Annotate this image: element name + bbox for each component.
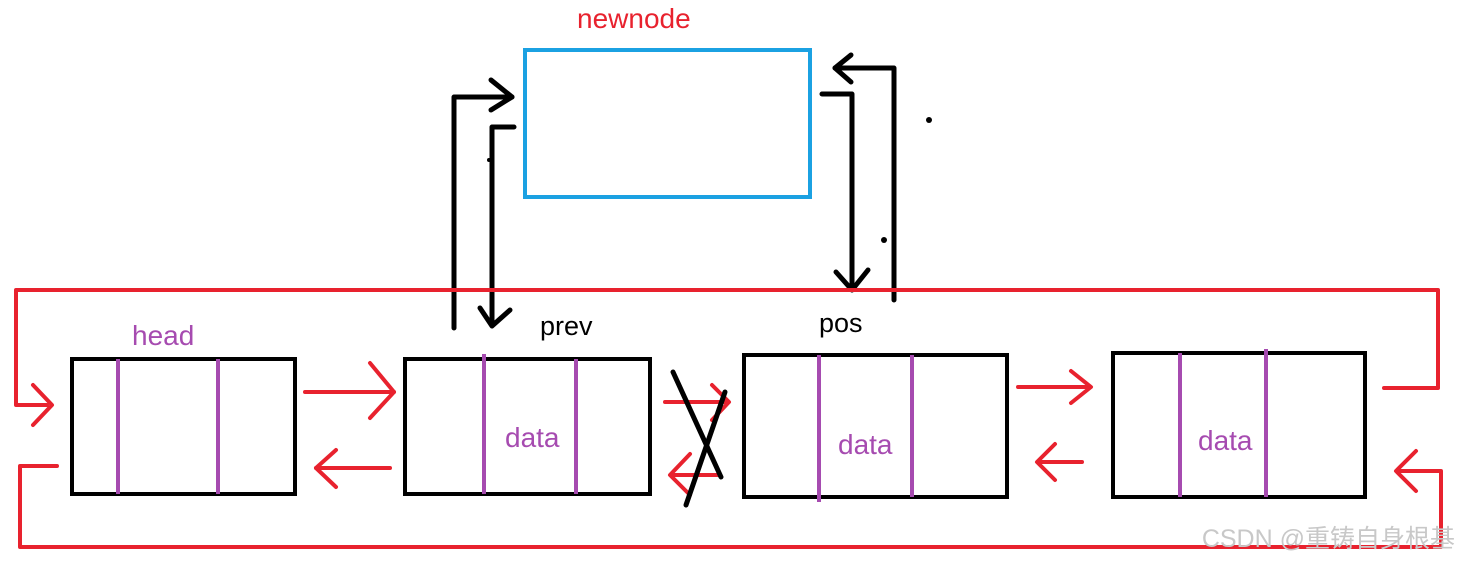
- prev-label: prev: [540, 311, 593, 341]
- arrow-pos-to-prev-old-head: [668, 452, 692, 497]
- node-last: [1111, 349, 1367, 499]
- arrow-last-to-pos-head: [1035, 442, 1057, 482]
- arrow-newnode-prev-to-prev-head: [477, 305, 513, 329]
- node-head: [70, 357, 297, 496]
- outer-bottom-loop-head: [1394, 449, 1418, 493]
- node-pos: [742, 353, 1009, 502]
- arrow-prev-next-to-newnode: [451, 94, 515, 331]
- arrow-head-to-prev-head: [368, 361, 396, 420]
- arrow-newnode-next-to-pos: [819, 91, 855, 293]
- circular-links: [14, 288, 1443, 549]
- newnode-box: [523, 48, 812, 199]
- newnode-label: newnode: [577, 3, 691, 34]
- watermark: CSDN @重铸自身根基: [1202, 525, 1455, 553]
- arrow-pos-prev-to-newnode: [832, 65, 897, 303]
- arrow-pos-to-last-head: [1069, 369, 1093, 405]
- node-pos-data-label: data: [838, 429, 893, 460]
- outer-top-loop-head: [31, 383, 54, 427]
- newnode-links: [451, 52, 897, 331]
- stray-dots: [487, 117, 932, 243]
- pos-label: pos: [819, 308, 863, 338]
- arrow-newnode-prev-to-prev: [489, 124, 517, 328]
- outer-top-loop: [14, 288, 1440, 407]
- outer-bottom-loop: [18, 464, 1443, 549]
- arrow-pos-prev-to-newnode-head: [832, 52, 854, 85]
- removed-link-cross: [670, 369, 728, 508]
- node-last-data-label: data: [1198, 425, 1253, 456]
- node-prev: [403, 354, 652, 496]
- arrow-prev-to-head-head: [314, 448, 338, 489]
- node-prev-data-label: data: [505, 422, 560, 453]
- arrow-prev-next-to-newnode-head: [488, 77, 515, 113]
- list-nodes: [70, 349, 1367, 502]
- head-label: head: [132, 320, 194, 351]
